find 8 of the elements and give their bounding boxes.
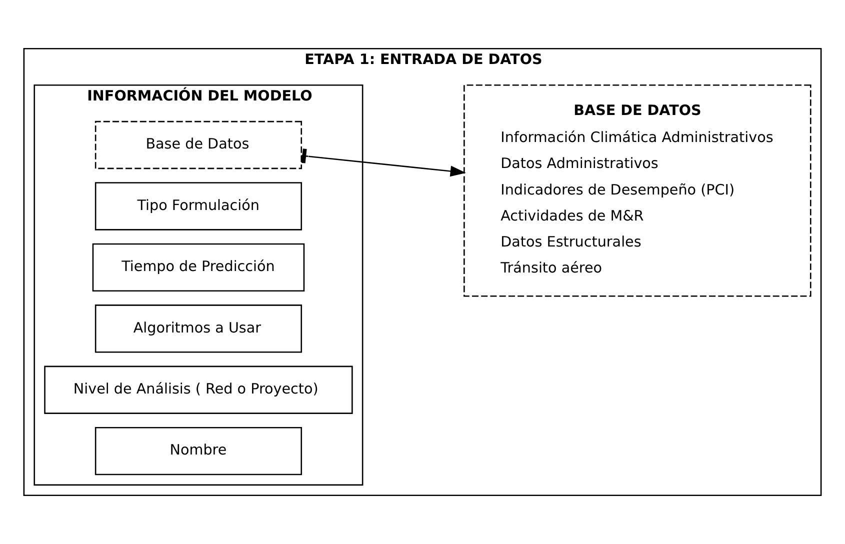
- node-box: Algoritmos a Usar: [94, 304, 302, 353]
- node-box: Tiempo de Predicción: [92, 243, 305, 292]
- node-box: Nivel de Análisis ( Red o Proyecto): [44, 366, 353, 414]
- node-box: BASE DE DATOS Información Climática Administrativos Datos Administrativos Indicadores de Desempeño (PCI) Actividades de M&R Datos Estructurales Tránsito aéreo: [464, 84, 812, 297]
- node-box: Base de Datos: [94, 120, 302, 170]
- arrow: [301, 148, 466, 177]
- node-box: Tipo Formulación: [94, 182, 302, 230]
- node-box: Nombre: [94, 427, 302, 476]
